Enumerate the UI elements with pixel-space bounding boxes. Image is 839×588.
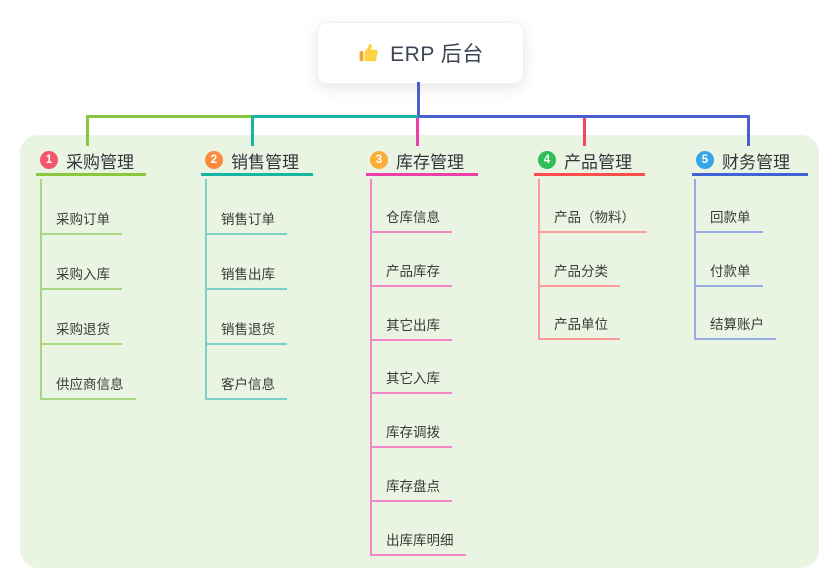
child-node[interactable]: 销售退货 xyxy=(205,320,287,345)
child-node[interactable]: 供应商信息 xyxy=(40,375,136,400)
branch-title-label: 采购管理 xyxy=(66,152,134,172)
child-node[interactable]: 库存调拨 xyxy=(370,423,452,448)
child-node-label: 客户信息 xyxy=(221,377,275,392)
child-node-label: 结算账户 xyxy=(710,317,764,332)
children-connector-line xyxy=(538,179,540,340)
branch-drop-line xyxy=(747,115,750,146)
branch-drop-line xyxy=(251,115,254,146)
child-node-label: 库存调拨 xyxy=(386,425,440,440)
child-node[interactable]: 销售订单 xyxy=(205,210,287,235)
child-node[interactable]: 其它入库 xyxy=(370,369,452,394)
child-node-label: 仓库信息 xyxy=(386,210,440,225)
child-node[interactable]: 产品单位 xyxy=(538,315,620,340)
child-node[interactable]: 采购退货 xyxy=(40,320,122,345)
branch-node-title[interactable]: 4 产品管理 xyxy=(534,147,645,176)
diagram-panel xyxy=(20,135,819,568)
child-node-label: 销售退货 xyxy=(221,322,275,337)
branch-drop-line xyxy=(86,115,89,146)
child-node-label: 回款单 xyxy=(710,210,751,225)
root-connector-line xyxy=(417,82,420,118)
child-node-label: 采购入库 xyxy=(56,267,110,282)
branch-bus-segment xyxy=(86,115,252,118)
branch-drop-line xyxy=(583,118,586,146)
child-node-label: 产品单位 xyxy=(554,317,608,332)
child-node-label: 产品（物料） xyxy=(554,210,635,225)
child-node-label: 销售订单 xyxy=(221,212,275,227)
child-node-label: 采购订单 xyxy=(56,212,110,227)
child-node-label: 产品分类 xyxy=(554,264,608,279)
children-connector-line xyxy=(370,179,372,556)
branch-node-title[interactable]: 5 财务管理 xyxy=(692,147,808,176)
child-node[interactable]: 客户信息 xyxy=(205,375,287,400)
child-node[interactable]: 产品（物料） xyxy=(538,208,647,233)
child-node[interactable]: 出库库明细 xyxy=(370,531,466,556)
child-node[interactable]: 结算账户 xyxy=(694,315,776,340)
child-node-label: 供应商信息 xyxy=(56,377,124,392)
child-node[interactable]: 产品库存 xyxy=(370,262,452,287)
branch-title-label: 财务管理 xyxy=(722,152,790,172)
child-node[interactable]: 库存盘点 xyxy=(370,477,452,502)
branch-number-badge: 3 xyxy=(370,151,388,169)
child-node-label: 产品库存 xyxy=(386,264,440,279)
child-node[interactable]: 其它出库 xyxy=(370,316,452,341)
children-connector-line xyxy=(694,179,696,340)
child-node[interactable]: 销售出库 xyxy=(205,265,287,290)
child-node-label: 其它出库 xyxy=(386,318,440,333)
child-node-label: 其它入库 xyxy=(386,371,440,386)
branch-node-title[interactable]: 2 销售管理 xyxy=(201,147,313,176)
child-node-label: 采购退货 xyxy=(56,322,110,337)
child-node[interactable]: 采购订单 xyxy=(40,210,122,235)
child-node-label: 销售出库 xyxy=(221,267,275,282)
branch-title-label: 库存管理 xyxy=(396,152,464,172)
child-node[interactable]: 采购入库 xyxy=(40,265,122,290)
child-node[interactable]: 付款单 xyxy=(694,262,763,287)
branch-number-badge: 4 xyxy=(538,151,556,169)
branch-title-label: 产品管理 xyxy=(564,152,632,172)
child-node[interactable]: 产品分类 xyxy=(538,262,620,287)
child-node[interactable]: 回款单 xyxy=(694,208,763,233)
root-node-label: ERP 后台 xyxy=(390,43,484,66)
child-node-label: 出库库明细 xyxy=(386,533,454,548)
branch-number-badge: 2 xyxy=(205,151,223,169)
branch-title-label: 销售管理 xyxy=(231,152,299,172)
branch-bus-segment xyxy=(418,115,750,118)
root-node[interactable]: ERP 后台 xyxy=(317,22,524,84)
branch-node-title[interactable]: 3 库存管理 xyxy=(366,147,478,176)
thumbs-up-icon xyxy=(357,41,381,65)
branch-number-badge: 1 xyxy=(40,151,58,169)
child-node-label: 付款单 xyxy=(710,264,751,279)
branch-number-badge: 5 xyxy=(696,151,714,169)
child-node[interactable]: 仓库信息 xyxy=(370,208,452,233)
child-node-label: 库存盘点 xyxy=(386,479,440,494)
branch-drop-line xyxy=(416,118,419,146)
branch-node-title[interactable]: 1 采购管理 xyxy=(36,147,146,176)
branch-bus-segment xyxy=(252,115,418,118)
